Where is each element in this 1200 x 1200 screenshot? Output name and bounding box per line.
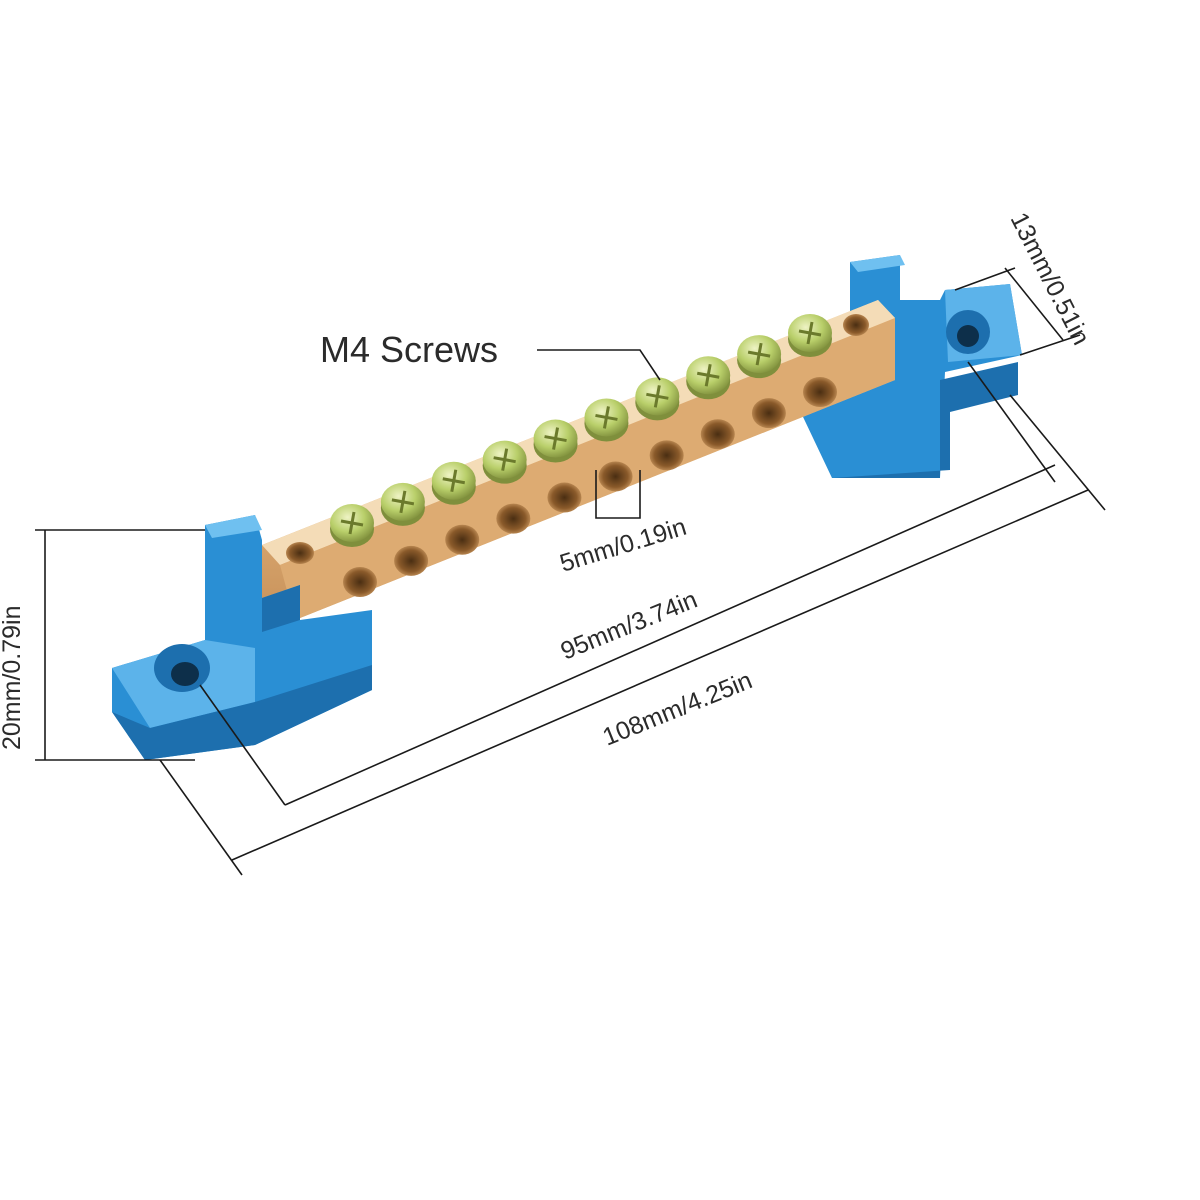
wire-hole — [445, 524, 480, 555]
bar-end-hole-right — [843, 314, 869, 336]
screw-head — [380, 482, 425, 526]
m4-screws-label: M4 Screws — [320, 329, 498, 370]
wire-holes — [343, 377, 837, 597]
left-mounting-foot — [112, 515, 372, 760]
wire-hole — [547, 482, 582, 513]
screw-head — [533, 419, 578, 463]
screw-head — [584, 398, 629, 442]
screw-head — [635, 377, 680, 421]
screw-head — [431, 461, 476, 505]
brass-bus-bar — [262, 300, 895, 620]
screw-head — [330, 504, 374, 547]
bar-end-hole-left — [286, 542, 314, 564]
wire-hole — [700, 419, 735, 450]
height-label: 20mm/0.79in — [0, 605, 26, 750]
wire-hole — [649, 440, 684, 471]
wire-hole — [598, 461, 633, 492]
wire-hole — [496, 503, 531, 534]
wire-hole — [343, 567, 377, 597]
screw-head — [737, 335, 782, 379]
total-length-label: 108mm/4.25in — [599, 666, 756, 751]
dimension-lines — [35, 267, 1106, 876]
base-width-label: 13mm/0.51in — [1005, 208, 1096, 349]
screw-head — [788, 314, 832, 357]
screw-head — [482, 440, 527, 484]
screw-head — [686, 356, 731, 400]
wire-hole — [751, 398, 786, 429]
hole-pitch-label: 5mm/0.19in — [557, 513, 690, 578]
m4-screws — [330, 314, 832, 547]
wire-hole — [394, 545, 429, 576]
wire-hole — [803, 377, 837, 407]
